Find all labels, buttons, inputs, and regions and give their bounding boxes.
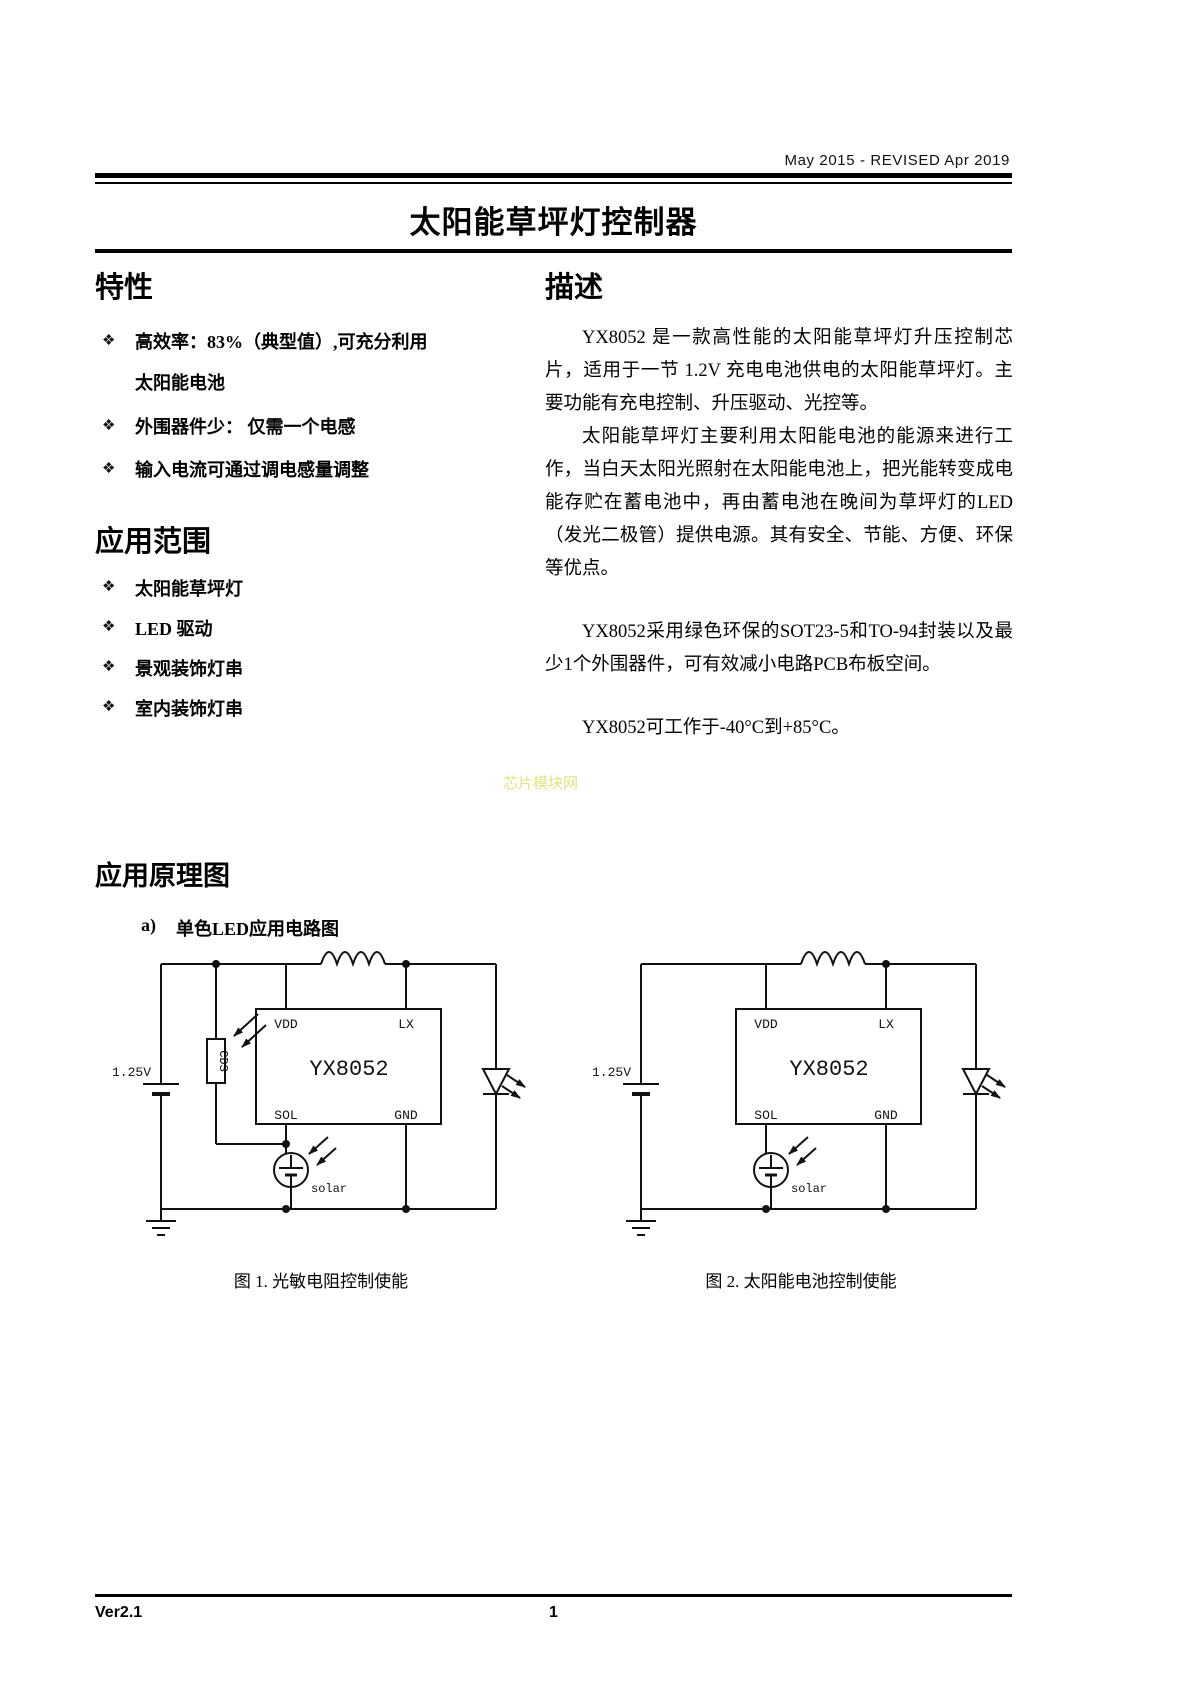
description-paragraph: 太阳能草坪灯主要利用太阳能电池的能源来进行工作，当白天太阳光照射在太阳能电池上，…: [545, 427, 1013, 579]
description-paragraph: YX8052 是一款高性能的太阳能草坪灯升压控制芯片，适用于一节 1.2V 充电…: [545, 328, 1013, 414]
footer-page-number: 1: [549, 1604, 558, 1621]
circuit-wires: [143, 951, 497, 1236]
header-rule-thin: [95, 182, 1012, 184]
header-rule-thick: [95, 173, 1012, 178]
feature-item: ❖ 高效率：83%（典型值）,可充分利用太阳能电池: [95, 322, 520, 405]
figure-2: 1.25V VDD LX SOL GND YX8052 solar 图 2. 太…: [586, 944, 1016, 1292]
led-symbol: [481, 1068, 526, 1099]
solar-cell-symbol: [273, 1136, 337, 1209]
footer-version: Ver2.1: [95, 1604, 143, 1621]
junction-dots: [762, 960, 890, 1213]
figure-1-caption: 图 1. 光敏电阻控制使能: [233, 1272, 409, 1291]
figure-1: 1.25V VDD LX SOL GND YX8052 CDS solar 图 …: [106, 944, 536, 1292]
features-list: ❖ 高效率：83%（典型值）,可充分利用太阳能电池 ❖ 外围器件少： 仅需一个电…: [95, 322, 520, 492]
applications-list: ❖ 太阳能草坪灯 ❖ LED 驱动 ❖ 景观装饰灯串 ❖ 室内装饰灯串: [95, 576, 520, 723]
diamond-bullet-icon: ❖: [102, 578, 116, 595]
title-rule: [95, 249, 1012, 253]
pin-label-lx: LX: [398, 1017, 414, 1032]
description-column: 描述 YX8052 是一款高性能的太阳能草坪灯升压控制芯片，适用于一节 1.2V…: [545, 264, 1013, 745]
schematics-sub-label: a): [141, 915, 156, 935]
description-paragraph: YX8052采用绿色环保的SOT23-5和TO-94封装以及最少1个外围器件，可…: [545, 622, 1013, 675]
led-symbol: [961, 1068, 1006, 1099]
feature-item-text: 高效率：83%（典型值）,可充分利用太阳能电池: [135, 332, 428, 394]
pin-label-gnd: GND: [394, 1108, 418, 1123]
circuit-diagram-solar: 1.25V VDD LX SOL GND YX8052 solar: [592, 951, 1006, 1236]
application-item-text: 景观装饰灯串: [135, 658, 243, 679]
pin-label-vdd: VDD: [274, 1017, 298, 1032]
application-item-text: 太阳能草坪灯: [135, 578, 243, 599]
diamond-bullet-icon: ❖: [102, 461, 116, 478]
solar-cell-symbol: [753, 1136, 817, 1209]
solar-label: solar: [311, 1182, 347, 1196]
revision-date: May 2015 - REVISED Apr 2019: [784, 152, 1010, 169]
features-heading: 特性: [95, 272, 154, 304]
pin-label-lx: LX: [878, 1017, 894, 1032]
schematics-subheading: a) 单色LED应用电路图: [141, 915, 339, 941]
diamond-bullet-icon: ❖: [102, 333, 116, 349]
application-item-text: LED 驱动: [135, 618, 213, 639]
schematics-heading: 应用原理图: [95, 861, 230, 891]
page-title: 太阳能草坪灯控制器: [409, 205, 698, 240]
diamond-bullet-icon: ❖: [102, 417, 116, 434]
battery-voltage-label: 1.25V: [112, 1065, 151, 1080]
diamond-bullet-icon: ❖: [102, 658, 116, 675]
diamond-bullet-icon: ❖: [102, 618, 116, 635]
chip-name-label: YX8052: [309, 1057, 388, 1082]
application-item-text: 室内装饰灯串: [135, 698, 243, 719]
feature-item: ❖ 输入电流可通过调电感量调整: [95, 450, 520, 491]
feature-item-text: 外围器件少： 仅需一个电感: [135, 416, 356, 437]
site-watermark: 芯片模块网: [503, 776, 579, 792]
cds-light-arrows-icon: [233, 1013, 267, 1048]
circuit-diagram-cds: 1.25V VDD LX SOL GND YX8052 CDS solar: [112, 951, 526, 1236]
figure-2-caption: 图 2. 太阳能电池控制使能: [705, 1272, 897, 1291]
pin-label-gnd: GND: [874, 1108, 898, 1123]
circuit-labels: 1.25V VDD LX SOL GND YX8052 solar: [592, 1017, 898, 1196]
cds-label: CDS: [216, 1050, 230, 1072]
feature-item-text: 输入电流可通过调电感量调整: [135, 460, 369, 481]
description-paragraph: YX8052可工作于-40°C到+85°C。: [582, 718, 850, 738]
chip-body: [735, 1008, 922, 1125]
application-item: ❖ LED 驱动: [95, 616, 520, 643]
description-heading: 描述: [545, 272, 604, 304]
circuit-wires: [623, 951, 977, 1236]
chip-name-label: YX8052: [789, 1057, 868, 1082]
junction-dots: [212, 960, 410, 1213]
application-item: ❖ 太阳能草坪灯: [95, 576, 520, 603]
solar-label: solar: [791, 1182, 827, 1196]
left-column: 特性 ❖ 高效率：83%（典型值）,可充分利用太阳能电池 ❖ 外围器件少： 仅需…: [95, 264, 520, 736]
pin-label-sol: SOL: [274, 1108, 297, 1123]
feature-item: ❖ 外围器件少： 仅需一个电感: [95, 407, 520, 448]
circuit-labels: 1.25V VDD LX SOL GND YX8052 CDS solar: [112, 1017, 418, 1196]
applications-heading: 应用范围: [95, 525, 212, 558]
diamond-bullet-icon: ❖: [102, 698, 116, 715]
inductor-symbol: [800, 951, 866, 968]
battery-voltage-label: 1.25V: [592, 1065, 631, 1080]
pin-label-sol: SOL: [754, 1108, 777, 1123]
footer-rule: [95, 1594, 1012, 1597]
application-item: ❖ 景观装饰灯串: [95, 656, 520, 683]
application-item: ❖ 室内装饰灯串: [95, 696, 520, 723]
schematics-sub-title: 单色LED应用电路图: [176, 919, 340, 939]
pin-label-vdd: VDD: [754, 1017, 778, 1032]
inductor-symbol: [320, 951, 386, 968]
chip-body: [255, 1008, 442, 1125]
